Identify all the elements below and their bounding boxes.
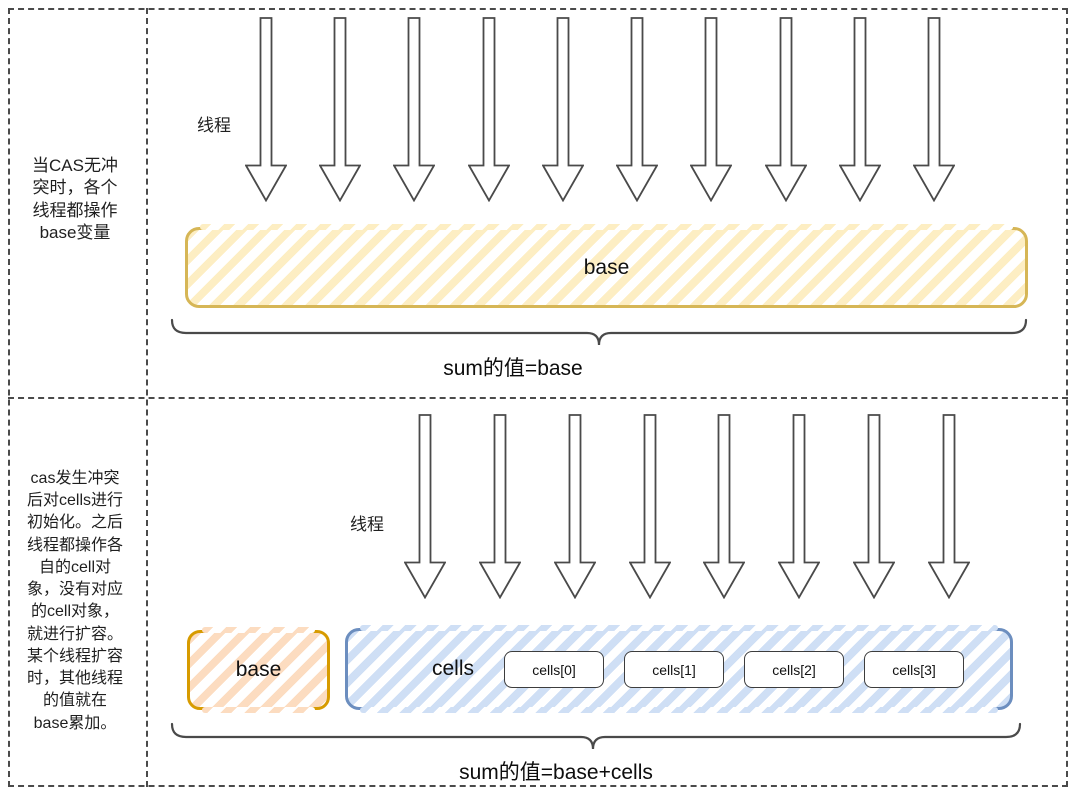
thread-arrow — [853, 414, 896, 599]
top-thread-arrows — [245, 17, 955, 202]
top-thread-label: 线程 — [197, 116, 231, 135]
base-box-top-label: base — [583, 255, 630, 279]
bottom-sum-label: sum的值=base+cells — [459, 761, 653, 784]
cell-box: cells[3] — [864, 651, 964, 688]
top-panel-description: 当CAS无冲 突时，各个 线程都操作 base变量 — [32, 156, 118, 243]
horizontal-dashed-divider — [8, 397, 1068, 399]
thread-arrow — [404, 414, 446, 599]
cell-box: cells[1] — [624, 651, 724, 688]
thread-arrow — [628, 414, 671, 599]
thread-arrow — [927, 414, 970, 599]
bottom-panel-description: cas发生冲突 后对cells进行 初始化。之后 线程都操作各 自的cell对 … — [26, 470, 123, 732]
thread-arrow — [912, 17, 955, 202]
thread-arrow — [553, 414, 596, 599]
thread-arrow — [616, 17, 659, 202]
thread-arrow — [690, 17, 733, 202]
bottom-thread-label: 线程 — [350, 515, 384, 534]
thread-arrow — [245, 17, 287, 202]
thread-arrow — [764, 17, 807, 202]
thread-arrow — [703, 414, 746, 599]
cells-box: cells cells[0] cells[1] cells[2] cells[3] — [345, 625, 1013, 713]
base-box-bottom-label: base — [235, 658, 282, 681]
cell-box: cells[2] — [744, 651, 844, 688]
base-box-bottom: base — [187, 627, 330, 713]
thread-arrow — [541, 17, 584, 202]
thread-arrow — [393, 17, 436, 202]
thread-arrow — [319, 17, 362, 202]
base-box-top: base — [185, 224, 1028, 308]
top-underbrace — [170, 318, 1028, 346]
bottom-thread-arrows — [404, 414, 970, 599]
thread-arrow — [778, 414, 821, 599]
thread-arrow — [467, 17, 510, 202]
top-sum-label: sum的值=base — [443, 357, 583, 380]
thread-arrow — [478, 414, 521, 599]
cells-row: cells[0] cells[1] cells[2] cells[3] — [504, 651, 964, 688]
cell-box: cells[0] — [504, 651, 604, 688]
cells-box-label: cells — [432, 657, 475, 680]
thread-arrow — [838, 17, 881, 202]
bottom-underbrace — [170, 722, 1022, 750]
